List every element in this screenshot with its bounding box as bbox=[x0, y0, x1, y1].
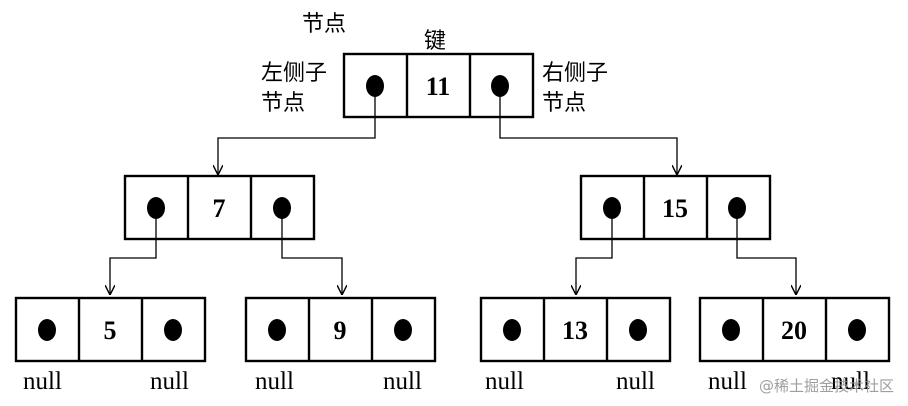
null-label: null bbox=[23, 368, 62, 395]
left-pointer-dot bbox=[503, 319, 521, 341]
left-pointer-dot bbox=[38, 319, 56, 341]
node-key: 15 bbox=[662, 194, 688, 223]
null-label: null bbox=[708, 368, 747, 395]
right-pointer-dot bbox=[848, 319, 866, 341]
null-label: null bbox=[383, 368, 422, 395]
tree-node-7: 7 bbox=[123, 174, 316, 241]
node-box bbox=[579, 174, 772, 241]
node-box bbox=[244, 296, 437, 363]
label-right-child-line1: 右侧子 bbox=[542, 61, 608, 86]
edge-7-right bbox=[281, 208, 342, 294]
right-pointer-dot bbox=[728, 197, 746, 219]
left-pointer-dot bbox=[603, 197, 621, 219]
left-pointer-dot bbox=[366, 75, 384, 97]
null-label: null bbox=[485, 368, 524, 395]
edge-root-left bbox=[218, 86, 376, 174]
null-labels: null null null null null null null null bbox=[23, 368, 870, 395]
node-key: 20 bbox=[781, 316, 807, 345]
right-pointer-dot bbox=[491, 75, 509, 97]
right-pointer-dot bbox=[629, 319, 647, 341]
label-left-child-line1: 左侧子 bbox=[261, 61, 327, 86]
annotations: 节点 键 左侧子 节点 右侧子 节点 bbox=[261, 12, 608, 116]
null-label: null bbox=[150, 368, 189, 395]
tree-node-13: 13 bbox=[479, 296, 672, 363]
null-label: null bbox=[831, 368, 870, 395]
node-box bbox=[698, 296, 891, 363]
edge-15-left bbox=[576, 208, 613, 294]
edges bbox=[110, 86, 796, 294]
node-key: 11 bbox=[426, 72, 451, 101]
node-key: 7 bbox=[213, 194, 226, 223]
right-pointer-dot bbox=[394, 319, 412, 341]
right-pointer-dot bbox=[164, 319, 182, 341]
label-left-child-line2: 节点 bbox=[261, 91, 305, 116]
node-box bbox=[479, 296, 672, 363]
tree-node-9: 9 bbox=[244, 296, 437, 363]
left-pointer-dot bbox=[147, 197, 165, 219]
tree-node-root: 11 bbox=[342, 52, 535, 119]
edge-7-left bbox=[110, 208, 157, 294]
node-box bbox=[342, 52, 535, 119]
label-right-child-line2: 节点 bbox=[542, 91, 586, 116]
null-label: null bbox=[616, 368, 655, 395]
edge-root-right bbox=[499, 86, 677, 174]
left-pointer-dot bbox=[268, 319, 286, 341]
edge-15-right bbox=[736, 208, 796, 294]
label-node: 节点 bbox=[302, 12, 346, 37]
watermark: @稀土掘金技术社区 bbox=[758, 377, 894, 395]
label-key: 键 bbox=[424, 29, 446, 54]
tree-node-15: 15 bbox=[579, 174, 772, 241]
node-key: 5 bbox=[104, 316, 117, 345]
null-label: null bbox=[255, 368, 294, 395]
left-pointer-dot bbox=[722, 319, 740, 341]
node-box bbox=[14, 296, 207, 363]
node-box bbox=[123, 174, 316, 241]
node-key: 9 bbox=[334, 316, 347, 345]
tree-node-5: 5 bbox=[14, 296, 207, 363]
tree-node-20: 20 bbox=[698, 296, 891, 363]
node-key: 13 bbox=[562, 316, 588, 345]
right-pointer-dot bbox=[273, 197, 291, 219]
